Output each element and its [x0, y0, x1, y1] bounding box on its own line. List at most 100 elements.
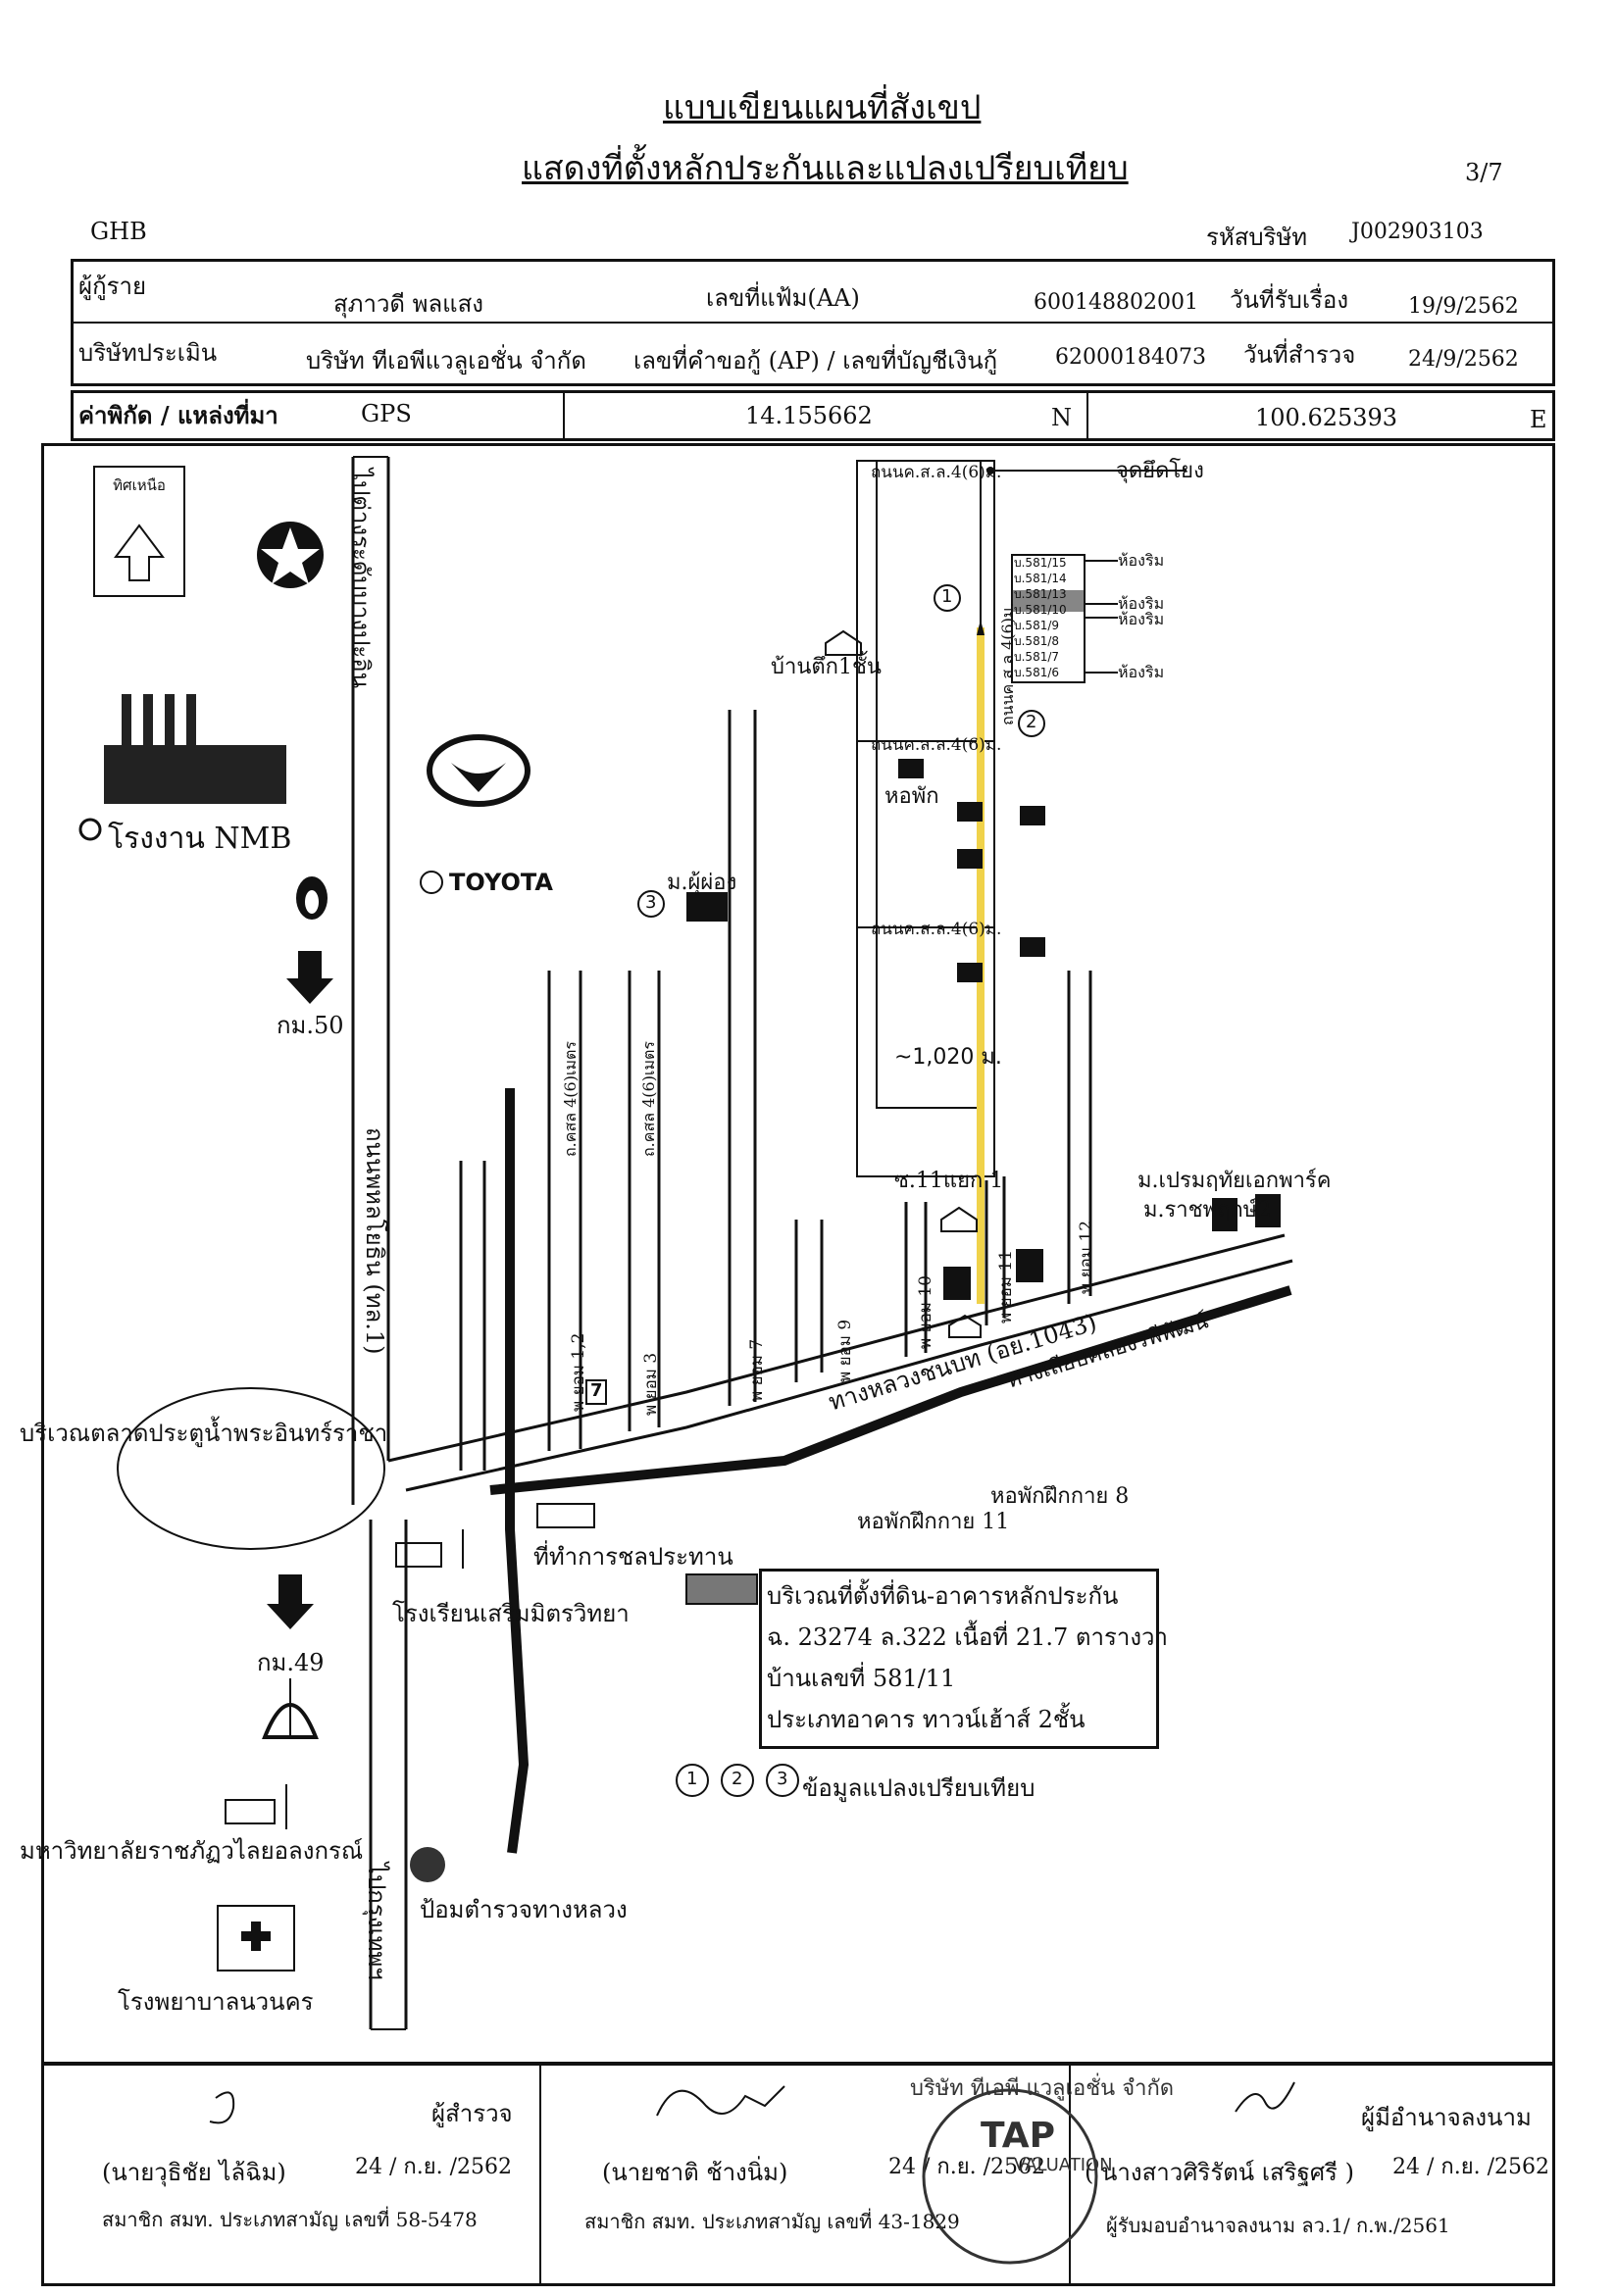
map-title: แบบเขียนแผนที่สังเขป — [663, 88, 982, 127]
legend-line-4: ประเภทอาคาร ทาวน์เฮ้าส์ 2ชั้น — [767, 1706, 1086, 1733]
surveyor-role: ผู้สำรวจ — [431, 2100, 513, 2127]
legend-line-3: บ้านเลขที่ 581/11 — [767, 1665, 956, 1692]
legend-num-2: 2 — [732, 1769, 743, 1789]
ptt-icon — [296, 876, 328, 920]
legend-circle-1 — [676, 1764, 709, 1797]
sig-divider-1 — [539, 2063, 541, 2283]
legend-num-3: 3 — [777, 1769, 788, 1789]
down-arrow-icon — [286, 951, 333, 1004]
authorizer-date: 24 / ก.ย. /2562 — [1392, 2155, 1549, 2179]
authorizer-name: ( นางสาวศิริรัตน์ เสริฐศรี ) — [1085, 2159, 1354, 2186]
legend-line-1: บริเวณที่ตั้งที่ดิน-อาคารหลักประกัน — [767, 1582, 1119, 1610]
compare-marker-3 — [637, 890, 665, 918]
unit-list: บ.581/15 บ.581/14 บ.581/13 บ.581/10 บ.58… — [1014, 555, 1085, 680]
map-subtitle: แสดงที่ตั้งหลักประกันและแปลงเปรียบเทียบ — [522, 149, 1129, 188]
lon-direction: E — [1530, 406, 1547, 433]
signature-1-icon — [209, 2091, 235, 2124]
soi-12-label: พ ยอม 12 — [1077, 1220, 1096, 1294]
side-roads — [459, 710, 1092, 1471]
compare-num-1: 1 — [941, 586, 953, 607]
highway-south-edge — [405, 1259, 1293, 1492]
legend-circle-2 — [721, 1764, 754, 1797]
unit-label: บ.581/15 — [1014, 556, 1067, 570]
soi-11-1-label: ซ.11แยก 1 — [894, 1169, 1004, 1193]
ref-point-marker — [986, 467, 994, 474]
soi-10-label: พ ยอม 10 — [916, 1274, 935, 1349]
unit-label: บ.581/6 — [1014, 666, 1060, 679]
legend-circle-3 — [766, 1764, 799, 1797]
longitude: 100.625393 — [1255, 404, 1398, 431]
surveyor-name: (นายวุธิชัย ไล้ฉิม) — [102, 2159, 286, 2186]
house-icons — [686, 759, 1281, 1300]
km49-label: กม.49 — [257, 1649, 325, 1676]
corner-unit-label: ห้องริม — [1118, 551, 1165, 570]
school-icon — [395, 1529, 464, 1569]
university-icon — [225, 1784, 287, 1829]
corner-unit-label: ห้องริม — [1118, 594, 1165, 613]
ref-point-label: จุดยึดโยง — [1116, 459, 1204, 483]
house-outline-icons — [825, 629, 982, 1338]
down-arrow-icon — [267, 1574, 314, 1629]
unit-label: บ.581/10 — [1014, 603, 1067, 617]
reviewer-member: สมาชิก สมท. ประเภทสามัญ เลขที่ 43-1829 — [584, 2210, 960, 2233]
soi-1-2-label: พ ยอม 1,2 — [569, 1332, 588, 1412]
signature-block — [41, 2063, 1555, 2286]
seven-eleven-label: 7 — [590, 1380, 603, 1401]
irrigation-icon — [536, 1503, 595, 1528]
sig-divider-2 — [1069, 2063, 1071, 2283]
brand-emblem-icon — [427, 734, 530, 807]
signature-3-icon — [1235, 2081, 1295, 2113]
company-code: J002903103 — [1351, 220, 1484, 244]
surveyor-member: สมาชิก สมท. ประเภทสามัญ เลขที่ 58-5478 — [102, 2208, 478, 2231]
file-no-label: เลขที่แฟ้ม(AA) — [706, 284, 860, 312]
compare-marker-2 — [1018, 710, 1045, 737]
factory-marker-icon — [78, 818, 102, 841]
subject-unit-marker — [1012, 590, 1085, 612]
lat-direction: N — [1051, 404, 1072, 431]
borrower-name: สุภาวดี พลแสง — [333, 290, 483, 318]
latitude: 14.155662 — [745, 402, 873, 429]
highway-north-edge — [387, 1233, 1286, 1463]
hospital-icon — [217, 1905, 295, 1972]
police-icon — [410, 1847, 445, 1882]
reviewer-date: 24 / ก.ย. /2562 — [888, 2155, 1045, 2179]
unit-label: บ.581/14 — [1014, 572, 1067, 585]
soi-3-label: พ ยอม 3 — [641, 1352, 661, 1416]
house-label: บ้านตึก1ชั้น — [771, 655, 882, 679]
signature-2-icon — [656, 2085, 785, 2117]
dorm11-label: หอพักฝึกกาย 11 — [857, 1510, 1010, 1534]
bank-code: GHB — [90, 218, 147, 245]
coords-divider-1 — [563, 390, 565, 438]
received-date: 19/9/2562 — [1408, 294, 1519, 319]
coords-divider-2 — [1086, 390, 1088, 438]
north-label: ทิศเหนือ — [113, 476, 166, 494]
legend-num-1: 1 — [686, 1769, 698, 1789]
unit-label: บ.581/8 — [1014, 634, 1060, 648]
appraiser-label: บริษัทประเมิน — [78, 339, 218, 367]
reviewer-name: (นายชาติ ช้างนิ่ม) — [602, 2159, 788, 2186]
corner-unit-label: ห้องริม — [1118, 663, 1165, 681]
authorizer-role: ผู้มีอำนาจลงนาม — [1361, 2104, 1532, 2131]
school-label: โรงเรียนเสริมมิตรวิทยา — [392, 1600, 630, 1627]
police-label: ป้อมตำรวจทางหลวง — [420, 1896, 628, 1923]
north-arrow-icon — [93, 466, 185, 597]
coords-source: GPS — [361, 400, 412, 427]
coords-label: ค่าพิกัด / แหล่งที่มา — [78, 401, 278, 429]
canal-vertical — [505, 1088, 530, 1854]
lake-area — [117, 1387, 385, 1550]
unit-label: บ.581/9 — [1014, 619, 1060, 632]
factory-label: โรงงาน NMB — [108, 822, 292, 856]
survey-label: วันที่สำรวจ — [1243, 341, 1356, 369]
dorm-label: หอพัก — [884, 784, 939, 809]
unit-label: บ.581/7 — [1014, 650, 1060, 664]
toyota-label: TOYOTA — [449, 869, 553, 896]
university-label: มหาวิทยาลัยราชภัฏวไลยอลงกรณ์ — [20, 1837, 364, 1865]
soi-7-label: พ ยอม 7 — [747, 1338, 767, 1402]
stamp-logo-text: TAP — [981, 2116, 1056, 2156]
village-premrudee-label: ม.เปรมฤทัยเอกพาร์ค — [1137, 1169, 1332, 1193]
legend-box — [759, 1569, 1159, 1749]
coords-row — [71, 390, 1555, 441]
toyota-logo-icon — [420, 871, 443, 894]
village-phu-label: ม.ผุ้ผ่อง — [667, 871, 737, 895]
